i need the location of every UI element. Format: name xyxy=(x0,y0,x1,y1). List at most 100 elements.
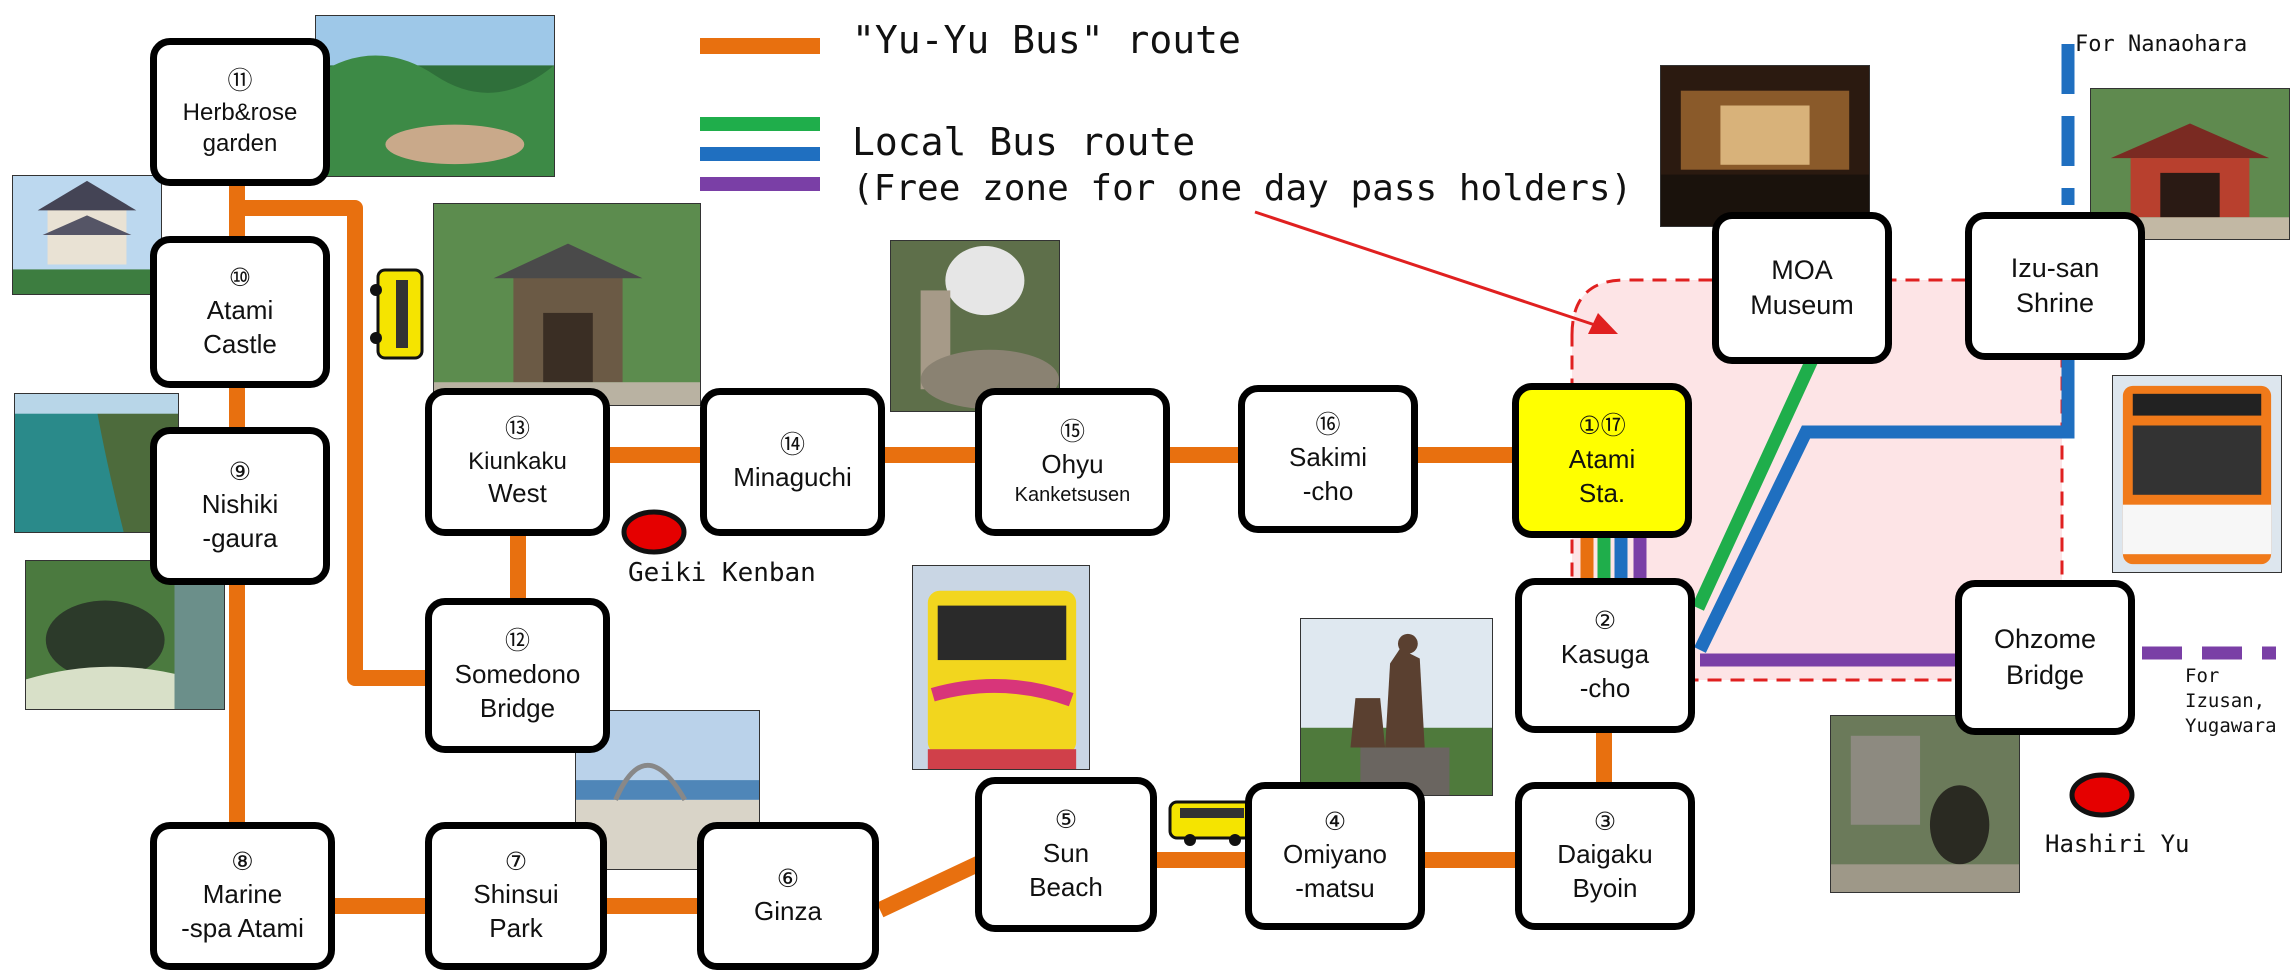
stop-ohzome-bridge[interactable]: Ohzome Bridge xyxy=(1955,580,2135,735)
bus-icon xyxy=(1168,800,1256,846)
stop-label: Ohzome xyxy=(1993,624,2097,655)
for-izusan-label-2: Izusan, xyxy=(2185,690,2266,712)
stop-label: Izu-san xyxy=(2010,252,2100,283)
stop-label: Nishiki xyxy=(201,489,279,520)
local-route-green xyxy=(1692,357,1818,611)
stop-nishiki-gaura[interactable]: ⑨ Nishiki -gaura xyxy=(150,427,330,585)
stop-label: West xyxy=(488,477,547,508)
stop-label: Shrine xyxy=(2015,288,2095,318)
stop-moa-museum[interactable]: MOA Museum xyxy=(1712,212,1892,364)
stop-marine-spa-atami[interactable]: ⑧ Marine -spa Atami xyxy=(150,822,335,970)
stop-label: Bridge xyxy=(2005,659,2085,690)
for-izusan-label-1: For xyxy=(2185,665,2220,687)
stop-sakimi-cho[interactable]: ⑯ Sakimi -cho xyxy=(1238,385,1418,533)
stop-label: -matsu xyxy=(1295,873,1375,904)
stop-number: ⑩ xyxy=(228,262,252,292)
stop-label: -gaura xyxy=(202,523,278,554)
stop-label: -cho xyxy=(1302,476,1354,507)
legend-free-zone-label: (Free zone for one day pass holders) xyxy=(852,168,1633,209)
stop-label: -spa Atami xyxy=(181,913,304,944)
photo-omiyano-matsu xyxy=(1300,618,1493,796)
stop-number: ④ xyxy=(1323,806,1347,836)
for-nanaohara-label: For Nanaohara xyxy=(2075,32,2248,57)
stop-label: Minaguchi xyxy=(733,462,852,493)
photo-cove xyxy=(25,560,225,710)
stop-label: garden xyxy=(202,130,278,158)
stop-number: ⑬ xyxy=(504,414,530,444)
stop-number: ⑥ xyxy=(776,863,800,893)
stop-label: Atami xyxy=(1568,443,1636,474)
legend-local-label: Local Bus route xyxy=(852,120,1196,164)
arrow-head xyxy=(1588,313,1618,334)
yuyu-segment xyxy=(237,200,438,686)
stop-label: Sta. xyxy=(1578,477,1626,508)
stop-number: ⑮ xyxy=(1059,416,1085,446)
stop-number: ⑦ xyxy=(504,846,528,876)
stop-label: Marine xyxy=(202,879,283,910)
hot-spring-marker-icon xyxy=(2069,772,2135,818)
stop-kiunkaku-west[interactable]: ⑬ Kiunkaku West xyxy=(425,388,610,536)
stop-number: ③ xyxy=(1593,806,1617,836)
stop-number: ①⑰ xyxy=(1578,411,1626,441)
stop-izu-san-shrine[interactable]: Izu-san Shrine xyxy=(1965,212,2145,360)
stop-label: Kiunkaku xyxy=(468,447,567,475)
stop-number: ⑪ xyxy=(227,65,253,95)
stop-kasuga-cho[interactable]: ② Kasuga -cho xyxy=(1515,578,1695,733)
stop-shinsui-park[interactable]: ⑦ Shinsui Park xyxy=(425,822,607,970)
photo-moa-museum xyxy=(1660,65,1870,227)
stop-label: Sakimi xyxy=(1288,442,1367,473)
stop-label: Shinsui xyxy=(473,879,559,910)
local-route-blue xyxy=(1694,355,2075,653)
stop-label: Ginza xyxy=(754,896,822,927)
stop-label: Somedono xyxy=(454,658,581,689)
stop-label: Byoin xyxy=(1572,873,1638,904)
stop-label: -cho xyxy=(1579,672,1631,703)
stop-label: Bridge xyxy=(479,692,556,723)
stop-label: Beach xyxy=(1029,871,1103,902)
stop-number: ⑧ xyxy=(231,846,254,876)
stop-label: Kanketsusen xyxy=(1014,484,1131,507)
stop-number: ⑭ xyxy=(779,429,805,459)
stop-label: Daigaku xyxy=(1557,839,1653,870)
photo-kanketsusen xyxy=(890,240,1060,412)
stop-somedono-bridge[interactable]: ⑫ Somedono Bridge xyxy=(425,598,610,753)
stop-label: Omiyano xyxy=(1282,839,1388,870)
yuyu-segment xyxy=(876,854,986,918)
stop-number: ⑫ xyxy=(504,626,530,656)
stop-ginza[interactable]: ⑥ Ginza xyxy=(697,822,879,970)
stop-label: Kasuga xyxy=(1560,638,1650,669)
stop-number: ⑨ xyxy=(228,456,252,486)
stop-number: ⑤ xyxy=(1054,805,1078,835)
photo-atami-castle xyxy=(12,175,162,295)
hashiri-yu-label: Hashiri Yu xyxy=(2045,830,2190,858)
photo-herb-rose-garden xyxy=(315,15,555,177)
for-izusan-label-3: Yugawara xyxy=(2185,715,2277,737)
stop-number: ⑯ xyxy=(1315,409,1341,439)
photo-hashiri-yu xyxy=(1830,715,2020,893)
stop-label: Park xyxy=(489,913,543,944)
geiki-kenban-label: Geiki Kenban xyxy=(628,558,816,588)
stop-label: Herb&rose xyxy=(182,99,298,127)
bus-icon xyxy=(370,268,424,360)
legend-yuyu-label: "Yu-Yu Bus" route xyxy=(852,18,1241,62)
stop-omiyano-matsu[interactable]: ④ Omiyano -matsu xyxy=(1245,782,1425,930)
stop-herb-rose-garden[interactable]: ⑪ Herb&rose garden xyxy=(150,38,330,186)
stop-ohyu-kanketsusen[interactable]: ⑮ Ohyu Kanketsusen xyxy=(975,388,1170,536)
photo-yuyu-bus xyxy=(912,565,1090,770)
stop-daigaku-byoin[interactable]: ③ Daigaku Byoin xyxy=(1515,782,1695,930)
stop-label: MOA xyxy=(1771,254,1833,285)
stop-label: Ohyu xyxy=(1041,449,1104,480)
stop-label: Castle xyxy=(203,329,277,360)
photo-local-bus xyxy=(2112,375,2282,573)
stop-minaguchi[interactable]: ⑭ Minaguchi xyxy=(700,388,885,536)
photo-kiunkaku xyxy=(433,203,701,406)
stop-label: Sun xyxy=(1042,837,1090,868)
stop-number: ② xyxy=(1593,606,1617,636)
stop-sun-beach[interactable]: ⑤ Sun Beach xyxy=(975,777,1157,932)
stop-atami-station[interactable]: ①⑰ Atami Sta. xyxy=(1512,383,1692,538)
hot-spring-marker-icon xyxy=(621,509,687,555)
arrow-icon xyxy=(1254,210,1596,327)
stop-atami-castle[interactable]: ⑩ Atami Castle xyxy=(150,236,330,388)
stop-label: Atami xyxy=(206,295,274,326)
